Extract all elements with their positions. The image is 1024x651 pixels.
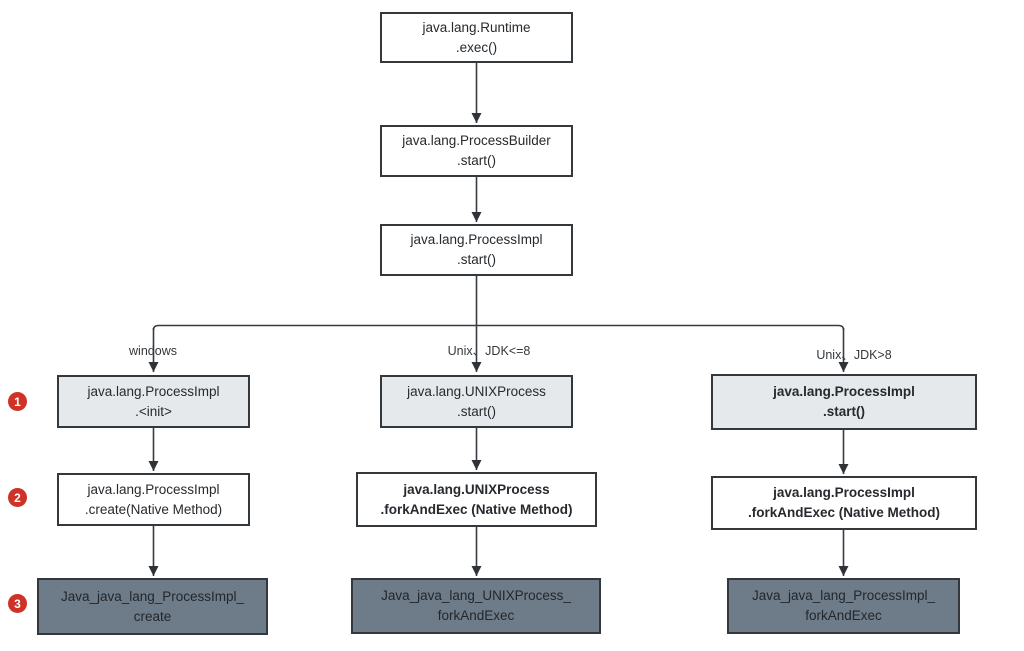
node-processimpl-start: java.lang.ProcessImpl .start() xyxy=(380,224,573,276)
node-text-line: forkAndExec xyxy=(805,608,882,623)
node-text-line: .start() xyxy=(457,403,496,419)
branch-label-windows: windows xyxy=(129,344,177,358)
node-text-line: java.lang.ProcessImpl xyxy=(410,232,543,248)
branch-label-unix-jdk-gt8: Unix、JDK>8 xyxy=(816,348,892,362)
node-text-line: .forkAndExec (Native Method) xyxy=(380,501,573,517)
node-processimpl-create-native: java.lang.ProcessImpl .create(Native Met… xyxy=(57,473,250,526)
node-processimpl-init: java.lang.ProcessImpl .<init> xyxy=(57,375,250,428)
node-text-line: .start() xyxy=(457,252,496,267)
node-java-java-lang-unixprocess-forkandexec: Java_java_lang_UNIXProcess_ forkAndExec xyxy=(351,578,601,634)
node-text-line: Java_java_lang_UNIXProcess_ xyxy=(381,588,571,604)
node-text-line: java.lang.ProcessImpl xyxy=(87,481,220,497)
node-text-line: .start() xyxy=(822,404,865,419)
node-unixprocess-forkandexec-native: java.lang.UNIXProcess .forkAndExec (Nati… xyxy=(356,472,597,527)
node-text-line: java.lang.Runtime xyxy=(422,19,531,35)
node-processimpl-start-jdk9: java.lang.ProcessImpl .start() xyxy=(711,374,977,430)
node-text-line: java.lang.ProcessImpl xyxy=(87,383,220,399)
step-badge-3: 3 xyxy=(8,594,27,613)
node-text-line: java.lang.UNIXProcess xyxy=(403,481,550,497)
node-text-line: java.lang.ProcessImpl xyxy=(773,485,915,501)
node-text-line: create xyxy=(133,608,172,624)
step-badge-1: 1 xyxy=(8,392,27,411)
node-text-line: .create(Native Method) xyxy=(84,501,223,517)
node-text-line: java.lang.ProcessBuilder xyxy=(402,133,551,149)
node-unixprocess-start: java.lang.UNIXProcess .start() xyxy=(380,375,573,428)
node-text-line: Java_java_lang_ProcessImpl_ xyxy=(60,588,245,604)
node-text-line: java.lang.ProcessImpl xyxy=(773,384,915,400)
node-processimpl-forkandexec-native: java.lang.ProcessImpl .forkAndExec (Nati… xyxy=(711,476,977,530)
step-badge-2: 2 xyxy=(8,488,27,507)
node-text-line: .<init> xyxy=(135,403,172,419)
node-text-line: .exec() xyxy=(455,39,498,55)
node-text-line: .start() xyxy=(457,153,496,168)
node-text-line: .forkAndExec (Native Method) xyxy=(747,505,941,520)
node-text-line: java.lang.UNIXProcess xyxy=(407,383,546,399)
node-java-java-lang-processimpl-create: Java_java_lang_ProcessImpl_ create xyxy=(37,578,268,635)
branch-label-unix-jdk-lte8: Unix、JDK<=8 xyxy=(447,344,531,358)
node-runtime-exec: java.lang.Runtime .exec() xyxy=(380,12,573,63)
node-processbuilder-start: java.lang.ProcessBuilder .start() xyxy=(380,125,573,177)
node-java-java-lang-processimpl-forkandexec: Java_java_lang_ProcessImpl_ forkAndExec xyxy=(727,578,960,634)
node-text-line: Java_java_lang_ProcessImpl_ xyxy=(751,588,936,604)
node-text-line: forkAndExec xyxy=(437,608,515,623)
